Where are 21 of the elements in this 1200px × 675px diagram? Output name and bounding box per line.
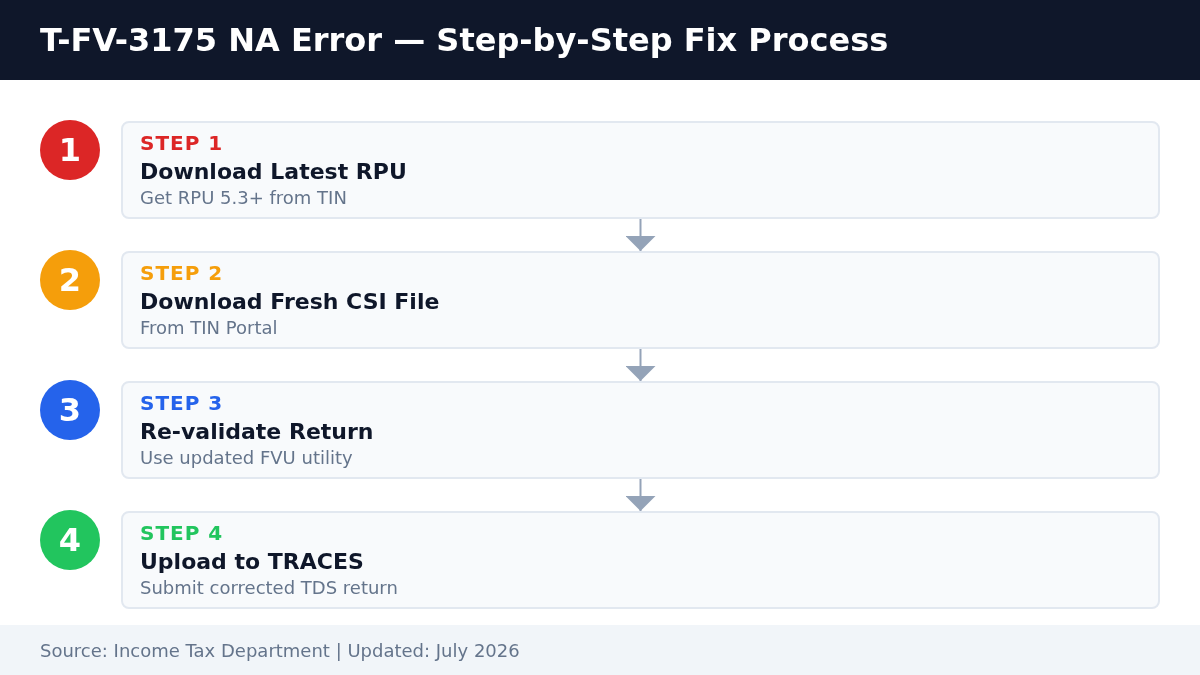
- arrow: [625, 478, 656, 512]
- step-card: [121, 381, 1160, 479]
- step-description: From TIN Portal: [140, 318, 278, 338]
- arrow: [625, 218, 656, 252]
- step-card: [121, 251, 1160, 349]
- step-label: STEP 3: [140, 390, 224, 416]
- step-title: Upload to TRACES: [140, 548, 364, 576]
- step-title: Download Fresh CSI File: [140, 288, 440, 316]
- step-description: Use updated FVU utility: [140, 448, 353, 468]
- source-caption: Source: Income Tax Department | Updated: July 2026: [40, 638, 520, 663]
- arrow: [625, 348, 656, 382]
- step-title: Download Latest RPU: [140, 158, 407, 186]
- step-label: STEP 1: [140, 130, 224, 156]
- step-card: [121, 121, 1160, 219]
- step-label: STEP 4: [140, 520, 224, 546]
- title: T-FV-3175 NA Error — Step-by-Step Fix Process: [40, 20, 889, 61]
- step-title: Re-validate Return: [140, 418, 374, 446]
- step-label: STEP 2: [140, 260, 224, 286]
- step-card: [121, 511, 1160, 609]
- step-description: Submit corrected TDS return: [140, 578, 398, 598]
- step-description: Get RPU 5.3+ from TIN: [140, 188, 347, 208]
